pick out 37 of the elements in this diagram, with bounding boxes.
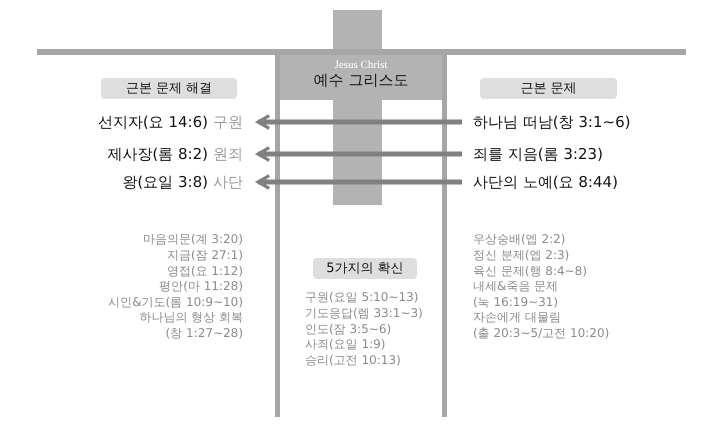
- verse-note: 평안(마 11:28): [159, 279, 243, 294]
- verse-note: (출 20:3~5/고전 10:20): [473, 326, 610, 342]
- verse-note: (눅 16:19~31): [473, 295, 558, 310]
- section-header: 5가지의 확신: [313, 258, 417, 279]
- problem-text: 죄를 지음(롬 3:23): [462, 143, 692, 165]
- english-name: Jesus Christ: [334, 59, 388, 71]
- section-header: 근본 문제 해결: [101, 78, 237, 99]
- verse-note: 인도(잠 3:5~6): [305, 322, 392, 338]
- role-text: 제사장(롬 8:2): [107, 145, 208, 163]
- verse-note: 하나님의 형상 회복: [139, 310, 243, 326]
- verse-note: 영접(요 1:12): [166, 264, 243, 280]
- cross-title-panel: [280, 55, 442, 100]
- keyword-text: 사단: [213, 173, 243, 191]
- keyword-text: 원죄: [213, 145, 243, 163]
- role-text: 선지자(요 14:6): [98, 113, 208, 131]
- verse-note: 시인&기도(롬 10:9~10): [108, 295, 243, 310]
- arrow: [256, 146, 462, 162]
- verse-note: 구원(요일 5:10~13): [305, 290, 418, 306]
- problem-text: 하나님 떠남(창 3:1~6): [462, 111, 692, 133]
- verse-note: 내세&죽음 문제: [473, 279, 558, 294]
- verse-note: 정신 분제(엡 2:3): [473, 248, 570, 264]
- verse-note: 지금(잠 27:1): [166, 248, 243, 264]
- verse-note: (창 1:27~28): [166, 326, 243, 342]
- keyword-text: 구원: [213, 113, 243, 131]
- section-header: 근본 문제: [480, 78, 617, 99]
- verse-note: 육신 문제(행 8:4~8): [473, 264, 587, 280]
- verse-note: 우상숭배(엡 2:2): [473, 232, 566, 248]
- problem-text: 사단의 노예(요 8:44): [462, 171, 692, 193]
- cross-title: 예수 그리스도: [312, 71, 410, 90]
- verse-note: 자손에게 대물림: [473, 310, 561, 326]
- arrow: [256, 114, 462, 130]
- verse-note: 기도응답(렘 33:1~3): [305, 306, 423, 322]
- verse-note: 마음의문(계 3:20): [142, 232, 243, 248]
- verse-note: 사죄(요일 1:9): [305, 337, 386, 352]
- role-text: 왕(요일 3:8): [122, 173, 208, 191]
- arrow: [256, 174, 462, 190]
- verse-note: 승리(고전 10:13): [305, 353, 401, 368]
